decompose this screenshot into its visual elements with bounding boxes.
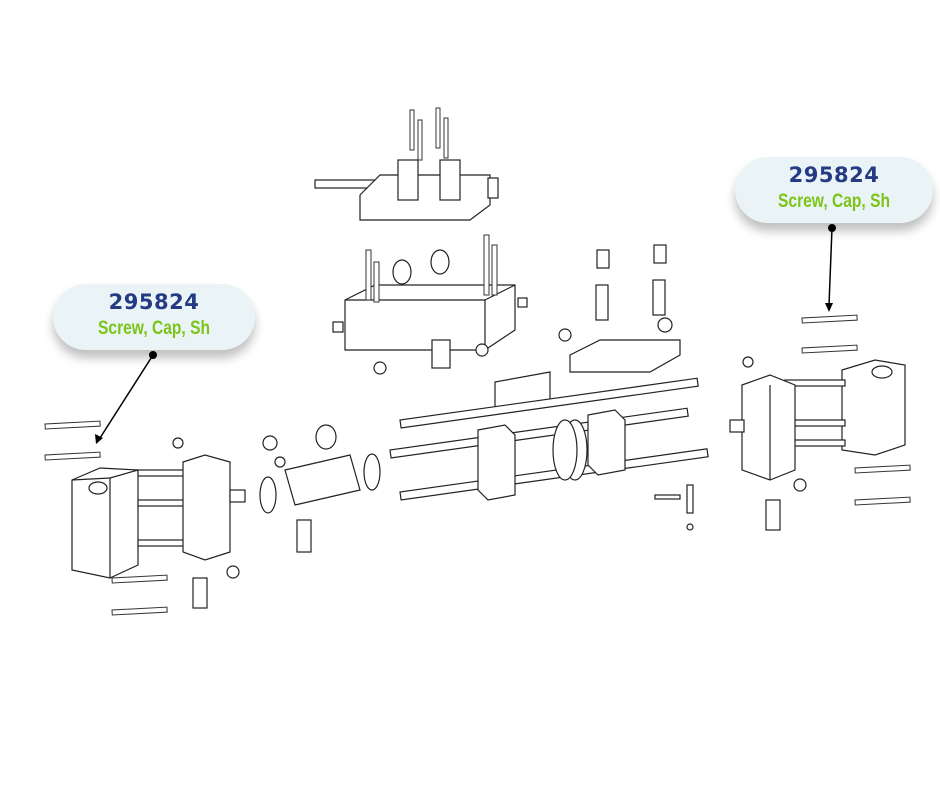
callout-right[interactable]: 295824 Screw, Cap, Sh bbox=[735, 157, 933, 223]
part-description: Screw, Cap, Sh bbox=[778, 191, 890, 212]
piston-tube bbox=[259, 424, 381, 553]
callout-left[interactable]: 295824 Screw, Cap, Sh bbox=[53, 284, 255, 350]
cap-screws bbox=[44, 314, 911, 616]
part-number: 295824 bbox=[788, 163, 880, 187]
sensor-bracket bbox=[558, 244, 681, 373]
center-cylinder bbox=[389, 371, 709, 531]
leader-line-right bbox=[825, 224, 836, 312]
directional-valve bbox=[314, 107, 499, 221]
right-end-cylinder bbox=[729, 356, 906, 531]
part-number: 295824 bbox=[108, 290, 200, 314]
manifold-block bbox=[332, 234, 528, 375]
leader-line-left bbox=[95, 351, 157, 444]
left-end-cylinder bbox=[71, 437, 246, 609]
part-description: Screw, Cap, Sh bbox=[98, 318, 210, 339]
